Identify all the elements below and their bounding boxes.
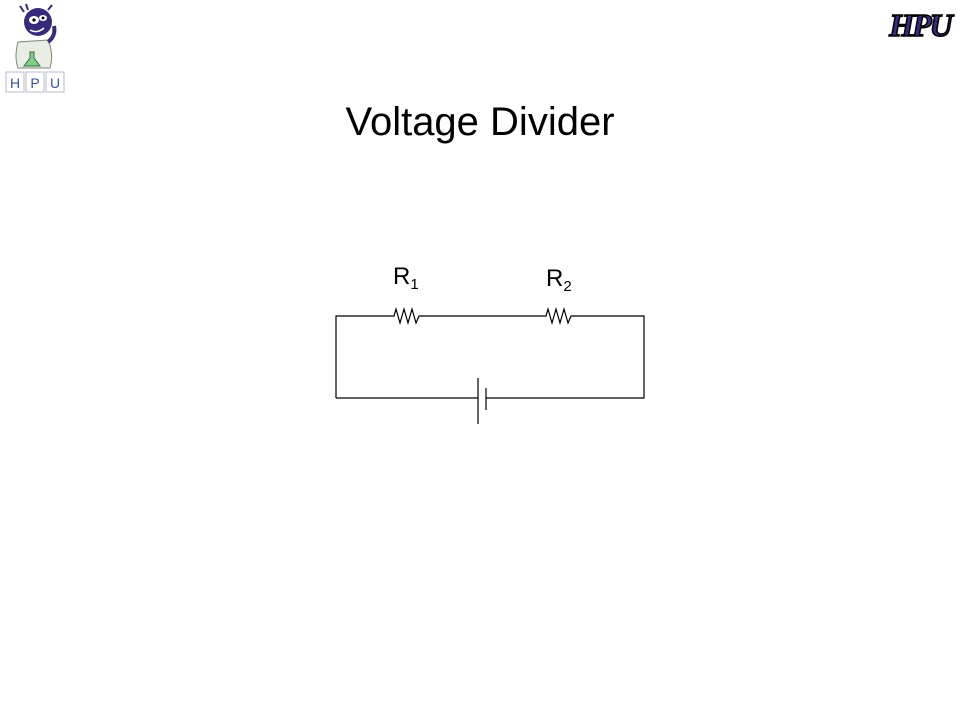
label-r2-main: R: [546, 265, 564, 292]
wordmark-text: HPU: [888, 7, 954, 43]
hpu-wordmark-logo: HPU: [884, 2, 957, 46]
wire-left: [335, 315, 390, 398]
mascot-icon: H P U: [5, 3, 65, 93]
label-r1-main: R: [393, 263, 411, 290]
wire-right: [486, 315, 645, 399]
label-r2-sub: 2: [563, 278, 572, 295]
logo-letter-u: U: [50, 75, 60, 91]
resistor-r2: [540, 306, 578, 326]
hpu-wordmark-icon: HPU: [887, 6, 957, 44]
label-r1-sub: 1: [410, 276, 419, 293]
logo-letter-h: H: [10, 75, 20, 91]
slide-title: Voltage Divider: [345, 100, 615, 144]
hpu-mascot-logo: H P U: [4, 2, 66, 94]
resistor-r1: [390, 306, 424, 326]
label-r2: R2: [546, 265, 572, 295]
label-r1: R1: [393, 263, 419, 293]
logo-letter-p: P: [30, 75, 39, 91]
